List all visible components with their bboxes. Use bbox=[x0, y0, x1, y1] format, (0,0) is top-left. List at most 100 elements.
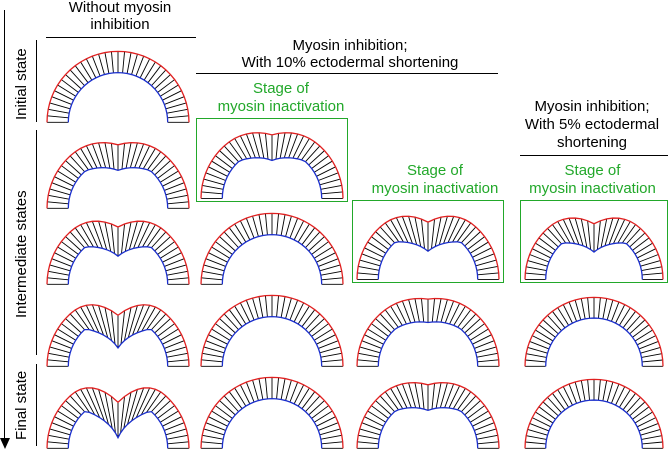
tissue-cells bbox=[46, 50, 190, 123]
lateral-edge bbox=[532, 335, 551, 346]
lateral-edge bbox=[104, 392, 113, 429]
lateral-edge bbox=[141, 306, 156, 332]
lateral-edge bbox=[557, 221, 571, 244]
col4-header-line3: shortening bbox=[556, 134, 628, 151]
lateral-edge bbox=[542, 319, 559, 335]
lateral-edge bbox=[320, 184, 342, 190]
lateral-edge bbox=[215, 155, 233, 169]
lateral-edge bbox=[472, 334, 492, 345]
lateral-edge bbox=[619, 389, 631, 408]
lateral-edge bbox=[526, 353, 547, 358]
lateral-edge bbox=[265, 213, 268, 235]
apical-surface bbox=[200, 294, 344, 367]
basal-surface bbox=[221, 398, 323, 449]
lateral-edge bbox=[223, 313, 239, 330]
lateral-edge bbox=[69, 155, 85, 172]
lateral-edge bbox=[146, 391, 162, 413]
lateral-edge bbox=[47, 441, 69, 445]
lateral-edge bbox=[54, 416, 74, 427]
lateral-edge bbox=[364, 334, 384, 345]
lateral-edge bbox=[319, 346, 341, 354]
lateral-edge bbox=[617, 221, 631, 244]
lateral-edge bbox=[137, 222, 151, 248]
lateral-edge bbox=[318, 422, 339, 431]
lateral-edge bbox=[157, 405, 175, 419]
apical-surface bbox=[524, 296, 664, 367]
lateral-edge bbox=[602, 380, 608, 401]
lateral-edge bbox=[552, 224, 567, 244]
lateral-edge bbox=[154, 400, 171, 416]
lateral-edge bbox=[615, 304, 626, 324]
apical-surface bbox=[46, 387, 190, 449]
lateral-edge bbox=[123, 392, 132, 429]
apical-surface bbox=[46, 50, 190, 123]
lateral-edge bbox=[632, 237, 650, 251]
lateral-edge bbox=[431, 383, 435, 410]
lateral-edge bbox=[234, 387, 247, 407]
lateral-edge bbox=[125, 142, 132, 169]
lateral-edge bbox=[127, 305, 138, 338]
apical-surface bbox=[46, 304, 190, 367]
lateral-edge bbox=[314, 410, 333, 423]
basal-surface bbox=[377, 241, 479, 280]
lateral-edge bbox=[167, 201, 189, 205]
lateral-edge bbox=[65, 74, 82, 90]
lateral-edge bbox=[223, 395, 239, 412]
lateral-edge bbox=[203, 346, 225, 354]
lateral-edge bbox=[379, 226, 395, 244]
lateral-edge bbox=[283, 132, 292, 158]
lateral-edge bbox=[629, 232, 646, 248]
lateral-edge bbox=[252, 379, 259, 401]
lateral-edge bbox=[98, 305, 109, 338]
lateral-edge bbox=[164, 422, 185, 431]
lateral-edge bbox=[640, 429, 661, 436]
col4-stage-label-line1: Stage of bbox=[564, 162, 621, 179]
lateral-edge bbox=[293, 384, 305, 405]
lateral-edge bbox=[211, 160, 230, 173]
lateral-edge bbox=[215, 241, 233, 255]
lateral-edge bbox=[587, 297, 590, 319]
basal-surface bbox=[545, 399, 643, 449]
lateral-edge bbox=[245, 133, 256, 158]
lateral-edge bbox=[472, 247, 492, 258]
lateral-edge bbox=[293, 302, 305, 323]
lateral-edge bbox=[167, 359, 189, 363]
lateral-edge bbox=[167, 441, 189, 445]
lateral-edge bbox=[49, 428, 71, 436]
lateral-edge bbox=[538, 324, 556, 338]
lateral-edge bbox=[527, 260, 548, 267]
apical-surface bbox=[200, 132, 344, 199]
lateral-edge bbox=[641, 353, 662, 358]
lateral-edge bbox=[111, 51, 114, 73]
lateral-edge bbox=[638, 341, 659, 350]
lateral-edge bbox=[535, 242, 554, 255]
lateral-edge bbox=[637, 335, 656, 346]
lateral-edge bbox=[57, 170, 76, 183]
basal-surface bbox=[67, 167, 169, 209]
lateral-edge bbox=[475, 346, 497, 354]
lateral-edge bbox=[215, 405, 233, 419]
lateral-edge bbox=[202, 270, 224, 276]
lateral-edge bbox=[228, 391, 243, 409]
lateral-edge bbox=[525, 441, 546, 445]
lateral-edge bbox=[219, 150, 236, 166]
basal-surface bbox=[67, 328, 169, 367]
lateral-edge bbox=[124, 221, 132, 252]
lateral-edge bbox=[280, 214, 286, 236]
lateral-edge bbox=[308, 400, 325, 416]
lateral-edge bbox=[390, 305, 403, 326]
apical-surface bbox=[524, 217, 664, 280]
tissue-cells bbox=[356, 382, 500, 449]
lateral-edge bbox=[65, 318, 82, 334]
lateral-edge bbox=[57, 328, 76, 341]
lateral-edge bbox=[285, 379, 292, 401]
lateral-edge bbox=[147, 151, 162, 171]
lateral-edge bbox=[568, 218, 580, 245]
lateral-edge bbox=[395, 217, 409, 243]
lateral-edge bbox=[626, 228, 641, 245]
time-arrow-shaft bbox=[4, 10, 5, 440]
lateral-edge bbox=[604, 217, 614, 246]
tissue-col2-int2 bbox=[200, 212, 344, 285]
lateral-edge bbox=[448, 385, 461, 409]
lateral-edge bbox=[467, 405, 485, 419]
